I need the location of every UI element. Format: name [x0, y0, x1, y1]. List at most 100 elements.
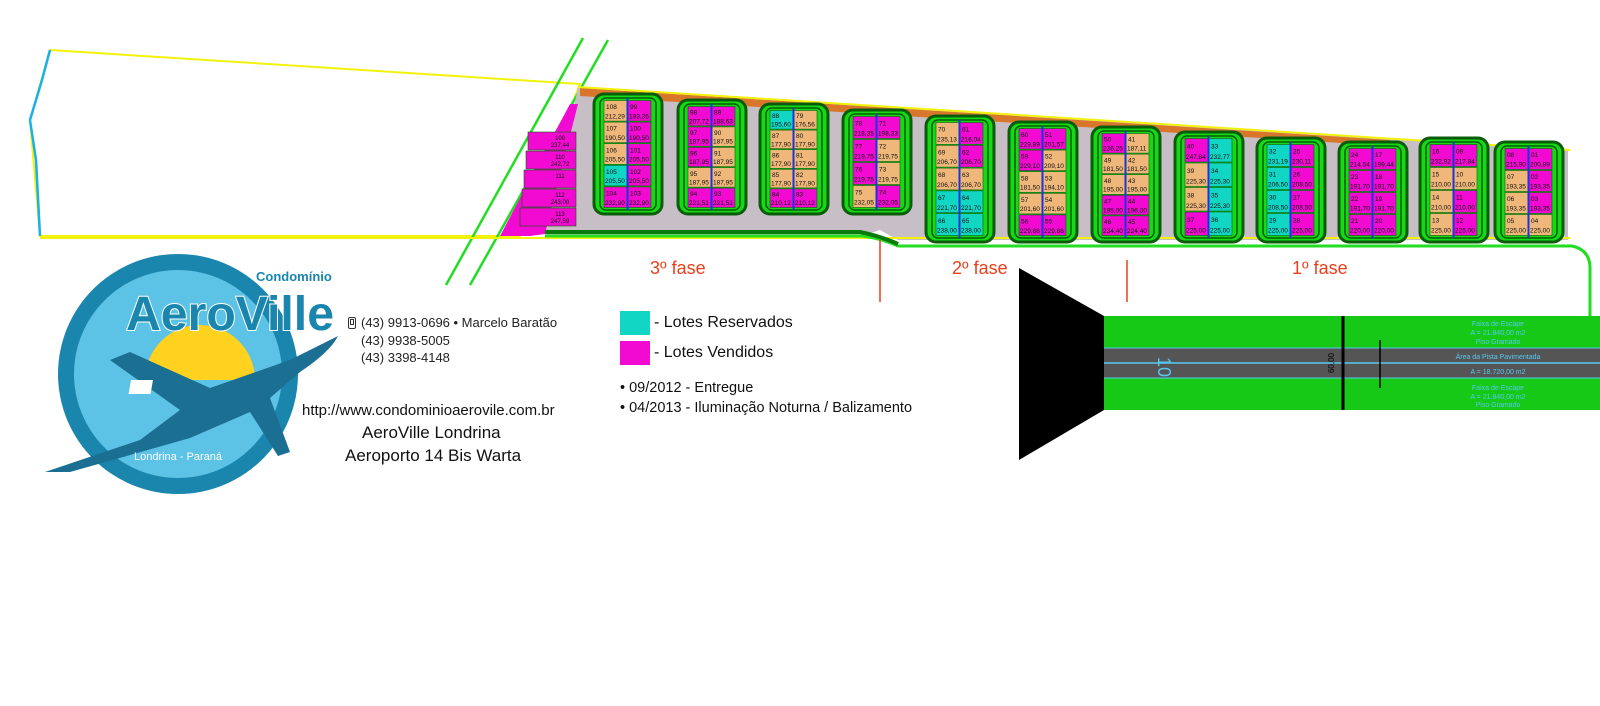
- lot-number: 89: [714, 110, 722, 117]
- lot[interactable]: [525, 150, 577, 170]
- lot[interactable]: [519, 207, 577, 227]
- block-q11: 24214,5417199,4423191,7018191,7022191,70…: [1337, 140, 1409, 244]
- lot-area: 225,00: [1455, 228, 1475, 235]
- lot-area: 232,92: [1431, 159, 1451, 166]
- lot-number: 103: [630, 190, 641, 197]
- lot-area: 198,33: [878, 131, 898, 138]
- lot-number: 93: [714, 191, 722, 198]
- note-item: • 09/2012 - Entregue: [620, 380, 754, 396]
- contact-phone-3[interactable]: (43) 3398-4148: [361, 350, 450, 365]
- contact-block: (43) 9913-0696 • Marcelo Baratão (43) 99…: [348, 314, 557, 367]
- lot-number: 24: [1351, 152, 1359, 159]
- road-edge: [545, 234, 1592, 318]
- block-q10: 32231,1925230,1131206,5026208,5030208,50…: [1255, 136, 1327, 244]
- lot-area: 205,50: [629, 157, 649, 164]
- lot-area: 187,95: [689, 139, 709, 146]
- block-q4: 88195,6079176,5687177,9080177,9086177,90…: [758, 102, 830, 216]
- block-q6: 70235,1361216,0469206,7062206,7068206,70…: [924, 114, 996, 244]
- airport-name: Aeroporto 14 Bis Warta: [345, 446, 522, 465]
- lot-number: 90: [714, 130, 722, 137]
- lot-area: 177,90: [795, 180, 815, 187]
- lot-area: 201,57: [1044, 141, 1064, 148]
- legend-reserved-swatch: [620, 311, 650, 335]
- lot-area: 229,66: [1044, 228, 1064, 235]
- lot-number: 81: [796, 152, 804, 159]
- lot-area: 190,50: [629, 135, 649, 142]
- lot[interactable]: [523, 169, 577, 189]
- lot-number: 25: [1293, 149, 1301, 156]
- runway-width-label: 60,00: [1327, 352, 1336, 373]
- lot-number: 46: [1104, 219, 1112, 226]
- lot-area: 219,75: [854, 154, 874, 161]
- block-q3: 98207,7289188,6397187,9590187,9596187,95…: [676, 98, 748, 216]
- lot-area: 215,90: [1506, 162, 1526, 169]
- paved-line1: Área da Pista Pavimentada: [1456, 352, 1541, 361]
- lot[interactable]: [527, 131, 577, 151]
- lot-number: 105: [606, 169, 617, 176]
- lot-number: 95: [690, 171, 698, 178]
- lot-number: 72: [879, 144, 887, 151]
- phone-1-text[interactable]: (43) 9913-0696 • Marcelo Baratão: [361, 315, 558, 330]
- lot-number: 37: [1187, 217, 1195, 224]
- lot-number: 55: [1045, 218, 1053, 225]
- lot-number: 60: [1021, 132, 1029, 139]
- lot-area: 187,95: [713, 180, 733, 187]
- lot-area: 195,00: [1103, 207, 1123, 214]
- contact-phone-2[interactable]: (43) 9938-5005: [361, 332, 450, 348]
- lot-number: 49: [1104, 157, 1112, 164]
- lot-area: 210,00: [1431, 205, 1451, 212]
- lot-number: 40: [1187, 143, 1195, 150]
- escape-top-line3: Piso Gramado: [1476, 339, 1521, 346]
- lot-area: 235,13: [937, 136, 957, 143]
- lot-area: 205,50: [605, 157, 625, 164]
- lot-area: 208,50: [1292, 182, 1312, 189]
- legend-reserved: - Lotes Reservados: [620, 310, 793, 336]
- lot-number: 26: [1293, 172, 1301, 179]
- lot-area: 177,90: [771, 161, 791, 168]
- legend-reserved-label: - Lotes Reservados: [654, 314, 793, 331]
- lot-number: 112: [555, 193, 565, 199]
- airplane-icon: [45, 336, 338, 472]
- escape-top-line2: A = 21.840,00 m2: [1470, 330, 1525, 337]
- lot-area: 191,70: [1374, 206, 1394, 213]
- lot-number: 38: [1187, 192, 1195, 199]
- lot-area: 229,89: [1020, 141, 1040, 148]
- website-link[interactable]: http://www.condominioaerovile.com.br: [302, 402, 555, 419]
- lot-area: 229,10: [1020, 163, 1040, 170]
- lot[interactable]: [521, 188, 577, 208]
- lot-area: 195,00: [1127, 187, 1147, 194]
- lot-area: 229,66: [1020, 228, 1040, 235]
- lot-number: 78: [855, 121, 863, 128]
- escape-bottom-line3: Piso Gramado: [1476, 402, 1521, 409]
- lot-number: 17: [1375, 152, 1383, 159]
- lot-number: 16: [1432, 149, 1440, 156]
- lot-area: 225,00: [1530, 228, 1550, 235]
- lot-number: 13: [1432, 218, 1440, 225]
- lot-area: 196,00: [1127, 207, 1147, 214]
- lot-area: 187,95: [713, 159, 733, 166]
- airplane-window: [128, 380, 153, 394]
- lot-area: 206,70: [937, 182, 957, 189]
- escape-top-line1: Faixa de Escape: [1472, 321, 1524, 328]
- lot-number: 69: [938, 149, 946, 156]
- lot-area: 177,90: [795, 141, 815, 148]
- lot-number: 06: [1507, 196, 1515, 203]
- lot-area: 247,84: [1186, 154, 1206, 161]
- lot-area: 181,50: [1103, 166, 1123, 173]
- lot-area: 188,63: [713, 118, 733, 125]
- lot-area: 217,84: [1455, 159, 1475, 166]
- lot-area: 205,50: [629, 178, 649, 185]
- lot-number: 91: [714, 150, 722, 157]
- lot-number: 30: [1269, 195, 1277, 202]
- lot-area: 210,00: [1455, 205, 1475, 212]
- lot-area: 236,25: [1103, 146, 1123, 153]
- lot-number: 35: [1211, 192, 1219, 199]
- lot-number: 50: [1104, 137, 1112, 144]
- lot-number: 87: [772, 133, 780, 140]
- parcel-west-edge: [28, 49, 52, 237]
- north-boundary: [577, 86, 1571, 151]
- lot-area: 206,70: [937, 159, 957, 166]
- lot-number: 36: [1211, 217, 1219, 224]
- lot-area: 232,05: [878, 200, 898, 207]
- lot-number: 68: [938, 172, 946, 179]
